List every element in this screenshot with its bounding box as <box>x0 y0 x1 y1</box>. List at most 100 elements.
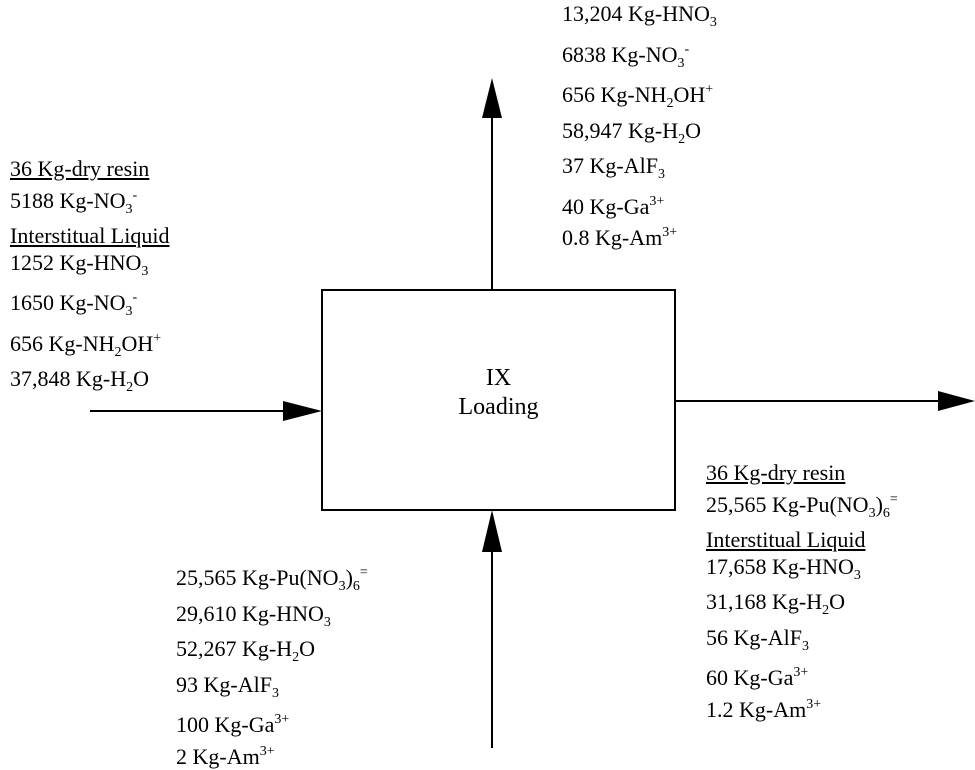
stream-text: O <box>299 636 315 661</box>
superscript: - <box>133 188 138 203</box>
stream-line: Interstitual Liquid <box>10 223 169 250</box>
stream-line: 13,204 Kg-HNO3 <box>562 1 717 37</box>
stream-line: 6838 Kg-NO3- <box>562 37 717 78</box>
stream-line: 656 Kg-NH2OH+ <box>10 326 169 367</box>
stream-text: OH <box>674 82 706 107</box>
superscript: + <box>705 82 713 97</box>
stream-line: 37 Kg-AlF3 <box>562 153 717 189</box>
stream-text: 29,610 Kg-HNO <box>176 601 324 626</box>
stream-text: 100 Kg-Ga <box>176 712 274 737</box>
stream-text: 13,204 Kg-HNO <box>562 1 710 26</box>
stream-text: O <box>133 366 149 391</box>
subscript: 3 <box>126 202 133 217</box>
superscript: 3+ <box>806 697 821 712</box>
subscript: 3 <box>710 15 717 30</box>
superscript: 3+ <box>662 225 677 240</box>
stream-text: 25,565 Kg-Pu(NO <box>176 565 339 590</box>
stream-text: 2 Kg-Am <box>176 744 260 769</box>
stream-text: 0.8 Kg-Am <box>562 225 662 250</box>
process-block-subtitle: Loading <box>322 393 675 422</box>
stream-line: 0.8 Kg-Am3+ <box>562 220 717 252</box>
bottom-input-arrowhead <box>482 510 502 552</box>
stream-text: 6838 Kg-NO <box>562 42 678 67</box>
stream-line: 58,947 Kg-H2O <box>562 118 717 154</box>
superscript: 3+ <box>793 665 808 680</box>
stream-text: O <box>685 118 701 143</box>
superscript: 3+ <box>274 712 289 727</box>
stream-line: 656 Kg-NH2OH+ <box>562 77 717 118</box>
stream-line: 25,565 Kg-Pu(NO3)6= <box>706 487 898 528</box>
stream-text: 656 Kg-NH <box>562 82 667 107</box>
stream-text: 36 Kg-dry resin <box>10 156 149 181</box>
stream-text: 1252 Kg-HNO <box>10 250 141 275</box>
stream-line: 31,168 Kg-H2O <box>706 589 898 625</box>
left-input-arrowhead <box>283 401 322 421</box>
stream-text: 58,947 Kg-H <box>562 118 678 143</box>
stream-text: O <box>829 589 845 614</box>
stream-text: 37,848 Kg-H <box>10 366 126 391</box>
stream-text: 52,267 Kg-H <box>176 636 292 661</box>
superscript: = <box>360 565 368 580</box>
stream-text: ) <box>346 565 353 590</box>
stream-line: 2 Kg-Am3+ <box>176 739 368 770</box>
subscript: 3 <box>272 686 279 701</box>
stream-line: 36 Kg-dry resin <box>706 460 898 487</box>
superscript: 3+ <box>260 744 275 759</box>
superscript: = <box>890 492 898 507</box>
stream-line: 60 Kg-Ga3+ <box>706 660 898 692</box>
stream-text: 1650 Kg-NO <box>10 290 126 315</box>
subscript: 3 <box>658 167 665 182</box>
stream-line: 36 Kg-dry resin <box>10 156 169 183</box>
process-block-title: IX <box>322 364 675 393</box>
stream-text: 656 Kg-NH <box>10 331 115 356</box>
stream-line: 17,658 Kg-HNO3 <box>706 554 898 590</box>
subscript: 6 <box>883 506 890 521</box>
stream-line: 1252 Kg-HNO3 <box>10 250 169 286</box>
stream-text: ) <box>876 492 883 517</box>
stream-text: 25,565 Kg-Pu(NO <box>706 492 869 517</box>
stream-line: 29,610 Kg-HNO3 <box>176 601 368 637</box>
stream-line: 93 Kg-AlF3 <box>176 672 368 708</box>
subscript: 3 <box>802 639 809 654</box>
subscript: 2 <box>667 96 674 111</box>
subscript: 3 <box>141 264 148 279</box>
stream-line: 56 Kg-AlF3 <box>706 625 898 661</box>
stream-line: 52,267 Kg-H2O <box>176 636 368 672</box>
stream-text: 37 Kg-AlF <box>562 153 658 178</box>
subscript: 6 <box>353 579 360 594</box>
stream-text: Interstitual Liquid <box>706 527 865 552</box>
superscript: + <box>153 331 161 346</box>
stream-line: 1650 Kg-NO3- <box>10 285 169 326</box>
superscript: - <box>133 290 138 305</box>
stream-line: 40 Kg-Ga3+ <box>562 189 717 221</box>
subscript: 3 <box>126 304 133 319</box>
subscript: 2 <box>115 345 122 360</box>
stream-text: 60 Kg-Ga <box>706 665 793 690</box>
stream-text: 31,168 Kg-H <box>706 589 822 614</box>
top-output-arrowhead <box>482 78 502 118</box>
stream-text: Interstitual Liquid <box>10 223 169 248</box>
subscript: 3 <box>678 56 685 71</box>
stream-text: 17,658 Kg-HNO <box>706 554 854 579</box>
superscript: - <box>685 42 690 57</box>
stream-text: 40 Kg-Ga <box>562 194 649 219</box>
superscript: 3+ <box>649 194 664 209</box>
stream-line: 37,848 Kg-H2O <box>10 366 169 402</box>
subscript: 3 <box>854 568 861 583</box>
stream-line: 1.2 Kg-Am3+ <box>706 692 898 724</box>
stream-line: Interstitual Liquid <box>706 527 898 554</box>
stream-text: 93 Kg-AlF <box>176 672 272 697</box>
subscript: 3 <box>869 506 876 521</box>
subscript: 3 <box>339 579 346 594</box>
right-output-arrowhead <box>938 391 975 411</box>
stream-line: 5188 Kg-NO3- <box>10 183 169 224</box>
stream-line: 25,565 Kg-Pu(NO3)6= <box>176 560 368 601</box>
stream-text: OH <box>122 331 154 356</box>
stream-text: 1.2 Kg-Am <box>706 697 806 722</box>
subscript: 3 <box>324 615 331 630</box>
stream-text: 56 Kg-AlF <box>706 625 802 650</box>
